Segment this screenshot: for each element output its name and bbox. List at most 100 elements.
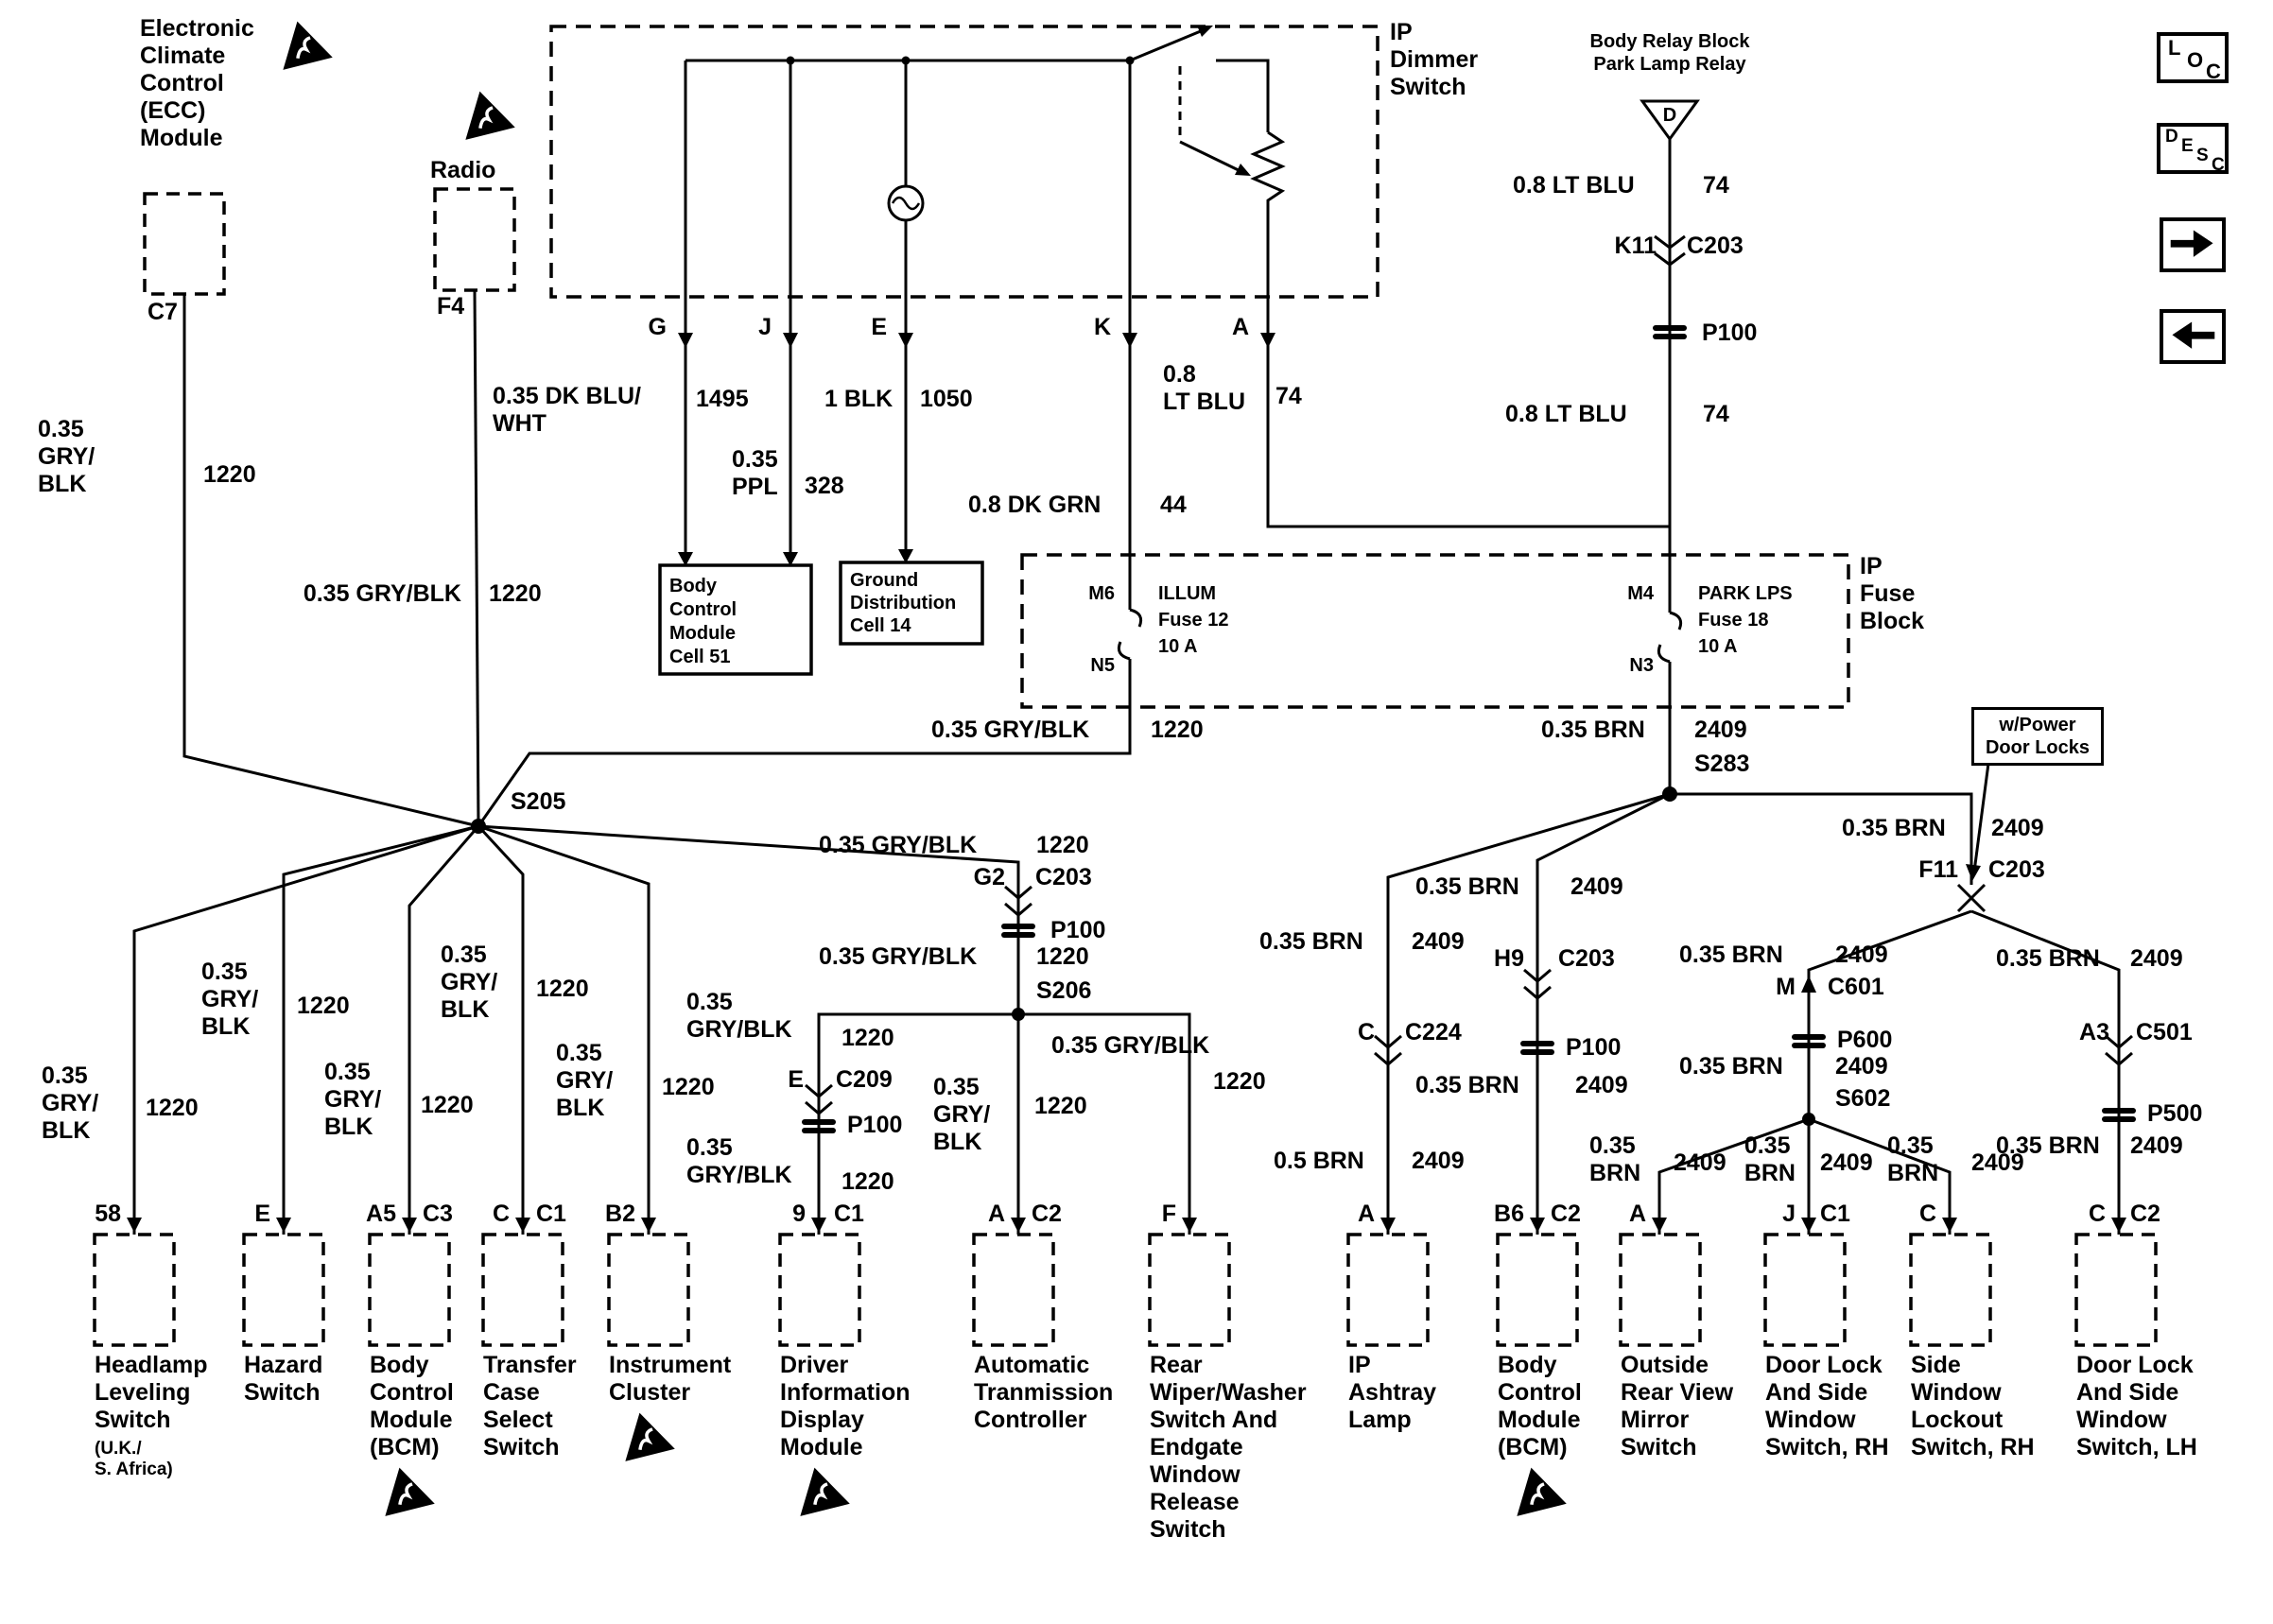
component-name: IP Ashtray Lamp (1348, 1352, 1437, 1433)
terminal-label: C1 (834, 1201, 864, 1227)
wire-spec: 0.35 GRY/BLK (303, 580, 461, 607)
inline-connector-chevron (1654, 234, 1686, 250)
p600-connector-icon (1792, 1034, 1826, 1040)
wire-f11-doorlock-lh (1970, 909, 2121, 1235)
ip-dimmer-switch-box (549, 25, 1379, 299)
inline-connector-chevron (2105, 1051, 2133, 1066)
inline-connector-chevron (1374, 1051, 1402, 1066)
terminal-j-label: J (758, 314, 772, 340)
wire-spec: 0.35 GRY/ BLK (201, 959, 259, 1040)
wire-circuit-number: 2409 (1575, 1072, 1628, 1098)
wire-spec: 0.8 LT BLU (1163, 361, 1246, 415)
wire-s205-headlamp (132, 824, 479, 1235)
fuse-pin-label: M6 (1088, 583, 1115, 604)
wire-spec: 0.35 BRN (1259, 928, 1363, 955)
terminal-label: C2 (1032, 1201, 1062, 1227)
inline-connector-chevron (1654, 251, 1686, 267)
forward-arrow-button[interactable] (2160, 217, 2226, 272)
p600-connector-icon (1792, 1043, 1826, 1048)
splice-label: S602 (1835, 1085, 1891, 1112)
ground-distribution-box (839, 561, 984, 646)
wire-spec: 0.35 PPL (732, 446, 778, 500)
terminal-label: A (987, 1201, 1005, 1227)
ecc-module-title: Electronic Climate Control (ECC) Module (140, 15, 254, 151)
m-terminal-up-arrow (1801, 976, 1816, 993)
connector-pin-label: E (788, 1066, 804, 1093)
wire-s205-cluster (477, 824, 651, 1235)
wire-spec: 0.35 BRN (1996, 945, 2100, 972)
terminal-label: A5 (366, 1201, 396, 1227)
component-box (2074, 1233, 2158, 1347)
wire-spec: 0.35 GRY/BLK (931, 717, 1090, 743)
park-lps-fuse-icon (1669, 611, 1683, 631)
f11-crossover-icon (1956, 883, 1987, 913)
wire-circuit-number: 2409 (1674, 1149, 1726, 1176)
dimmer-resistor-feed (1216, 59, 1270, 132)
terminal-arrow (1122, 333, 1137, 348)
wire-spec: 0.5 BRN (1274, 1148, 1364, 1174)
wire-s206-rear-wiper (1018, 1012, 1191, 1235)
connector-id-label: C203 (1035, 864, 1092, 890)
desc-nav-button[interactable]: D E S C (2157, 123, 2229, 175)
terminal-label: A (1357, 1201, 1375, 1227)
wire-spec: 0.35 BRN (1679, 1053, 1783, 1080)
wire-ecc-to-s205 (182, 294, 479, 828)
wire-s205-hazard (282, 824, 479, 1235)
wire-circuit-number: 1220 (146, 1095, 199, 1121)
wire-circuit-number: 1220 (297, 993, 350, 1019)
p100-connector-icon (1520, 1049, 1554, 1055)
wire-circuit-number: 1220 (1151, 717, 1204, 743)
component-box (972, 1233, 1055, 1347)
component-name: Body Control Module (BCM) (370, 1352, 454, 1460)
component-name: Body Control Module (BCM) (1498, 1352, 1582, 1460)
wire-circuit-number: 328 (805, 473, 844, 499)
wire-s283-ashtray (1386, 792, 1671, 1235)
loc-nav-button[interactable]: L O C (2157, 32, 2229, 83)
component-box (481, 1233, 564, 1347)
back-arrow-button[interactable] (2160, 309, 2226, 364)
component-name: Side Window Lockout Switch, RH (1911, 1352, 2035, 1460)
terminal-arrow (898, 333, 913, 348)
wiper-arrow-line (1179, 140, 1247, 176)
terminal-a-label: A (1231, 314, 1249, 340)
connector-id-label: C203 (1988, 856, 2045, 883)
fuse-pin-label: N3 (1629, 655, 1654, 676)
radio-title: Radio (430, 157, 496, 183)
component-box (778, 1233, 861, 1347)
dimmer-switch-blade (1129, 26, 1208, 62)
wire-circuit-number: 1050 (920, 386, 973, 412)
component-box (1148, 1233, 1231, 1347)
wire-spec: 0.35 BRN (1415, 873, 1519, 900)
wire-spec: 0.35 GRY/ BLK (933, 1074, 991, 1155)
connector-pin-label: A3 (2079, 1019, 2109, 1045)
ecc-module-box (143, 192, 226, 296)
component-name: Door Lock And Side Window Switch, RH (1765, 1352, 1889, 1460)
rheostat-resistor (1250, 130, 1286, 297)
component-name: Hazard Switch (244, 1352, 323, 1406)
wire-spec: 0.35 DK BLU/ WHT (493, 383, 641, 437)
wire-circuit-number: 74 (1703, 401, 1729, 427)
wire-spec: 0.35 GRY/ BLK (38, 416, 95, 497)
terminal-e-label: E (871, 314, 887, 340)
p100-connector-icon (1520, 1041, 1554, 1046)
inline-connector-chevron (1374, 1034, 1402, 1049)
component-box (1346, 1233, 1430, 1347)
connector-pin-label: F11 (1918, 856, 1958, 883)
fuse-name-label: ILLUM (1158, 583, 1217, 604)
terminal-label: J (1782, 1201, 1796, 1227)
wire-spec: 1 BLK (824, 386, 894, 412)
relay-pin-label: D (1662, 105, 1677, 126)
wire-circuit-number: 1220 (1034, 1093, 1087, 1119)
splice-label: S205 (511, 788, 566, 815)
fuse-amp-label: 10 A (1158, 636, 1198, 657)
desc-letter: D (2165, 127, 2178, 147)
wire-spec: 0.35 GRY/ BLK (441, 942, 498, 1023)
wire-spec: 0.35 BRN (1589, 1132, 1641, 1186)
fuse-pin-label: M4 (1627, 583, 1654, 604)
wire-radio-to-s205 (473, 289, 480, 827)
fuse-name-label: PARK LPS (1698, 583, 1793, 604)
wire-spec: 0.35 BRN (1679, 942, 1783, 968)
component-name: Door Lock And Side Window Switch, LH (2076, 1352, 2197, 1460)
p100-label: P100 (1566, 1034, 1622, 1061)
wire-spec: 0.35 BRN (1541, 717, 1645, 743)
